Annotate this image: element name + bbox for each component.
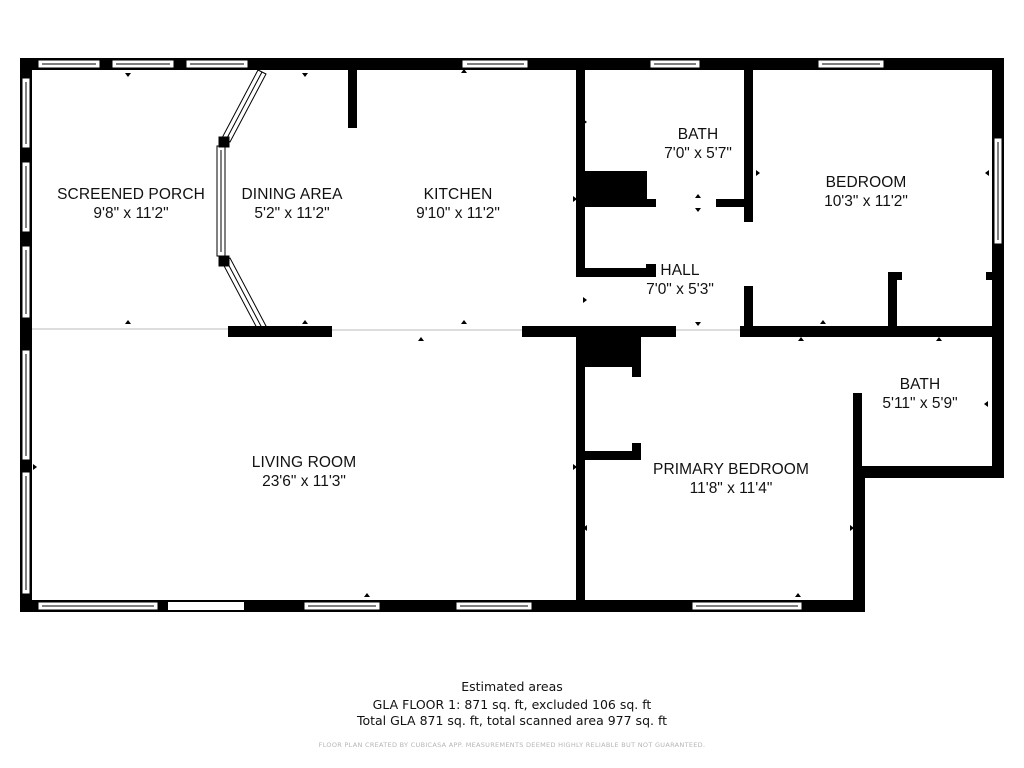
floor-plan — [20, 58, 1004, 612]
disclaimer-text: FLOOR PLAN CREATED BY CUBICASA APP. MEAS… — [318, 741, 706, 749]
estimated-areas-title: Estimated areas — [461, 679, 563, 694]
bay-window — [216, 69, 267, 331]
windows — [21, 59, 1003, 611]
total-area-summary: Total GLA 871 sq. ft, total scanned area… — [356, 713, 668, 728]
interior-walls — [32, 70, 1004, 612]
dimension-markers — [33, 69, 989, 597]
gla-floor-summary: GLA FLOOR 1: 871 sq. ft, excluded 106 sq… — [372, 697, 652, 712]
